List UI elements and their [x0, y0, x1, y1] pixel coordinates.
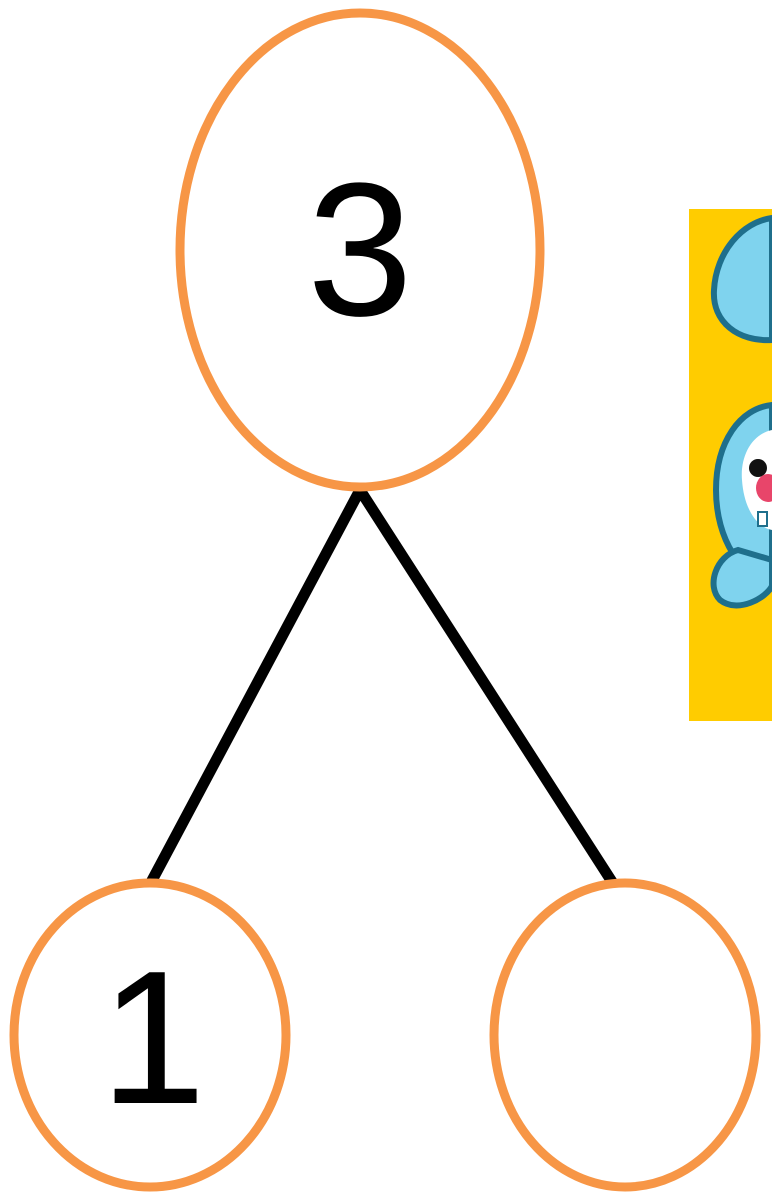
whole-value: 3	[307, 144, 413, 356]
connector-left	[148, 490, 360, 888]
seal-mascot-icon	[689, 209, 772, 721]
part-value-left: 1	[100, 932, 206, 1144]
part-circle-right	[494, 883, 756, 1187]
connector-right	[360, 490, 616, 888]
